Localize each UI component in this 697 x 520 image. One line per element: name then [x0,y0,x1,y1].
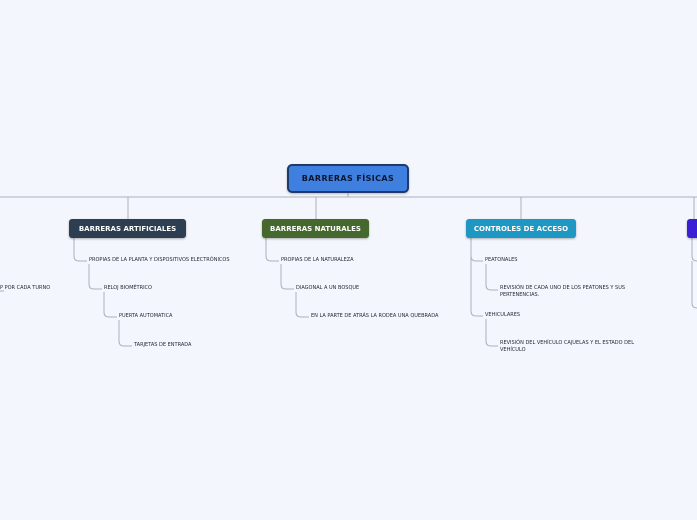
leaf-puerta-automatica[interactable]: PUERTA AUTOMATICA [119,313,173,319]
root-node[interactable]: BARRERAS FÍSICAS [287,164,409,193]
branch-partial-offscreen[interactable] [687,219,697,238]
leaf-revision-peatones[interactable]: REVISIÓN DE CADA UNO DE LOS PEATONES Y S… [500,285,626,298]
leaf-diagonal-bosque[interactable]: DIAGONAL A UN BOSQUE [296,285,360,291]
leaf-revision-vehiculo[interactable]: REVISIÓN DEL VEHÍCULO CAJUELAS Y EL ESTA… [500,340,634,353]
leaf-offscreen-turno[interactable]: P POR CADA TURNO [0,285,51,291]
leaf-tarjetas-entrada[interactable]: TARJETAS DE ENTRADA [134,342,192,348]
branch-barreras-naturales[interactable]: BARRERAS NATURALES [262,219,369,238]
leaf-propias-planta[interactable]: PROPIAS DE LA PLANTA Y DISPOSITIVOS ELEC… [89,257,230,263]
leaf-vehiculares[interactable]: VEHICULARES [485,312,521,318]
branch-controles-de-acceso[interactable]: CONTROLES DE ACCESO [466,219,576,238]
leaf-quebrada[interactable]: EN LA PARTE DE ATRÁS LA RODEA UNA QUEBRA… [311,313,439,319]
leaf-propias-naturaleza[interactable]: PROPIAS DE LA NATURALEZA [281,257,354,263]
leaf-reloj-biometrico[interactable]: RELOJ BIOMÉTRICO [104,285,152,291]
branch-barreras-artificiales[interactable]: BARRERAS ARTIFICIALES [69,219,186,238]
leaf-peatonales[interactable]: PEATONALES [485,257,518,263]
